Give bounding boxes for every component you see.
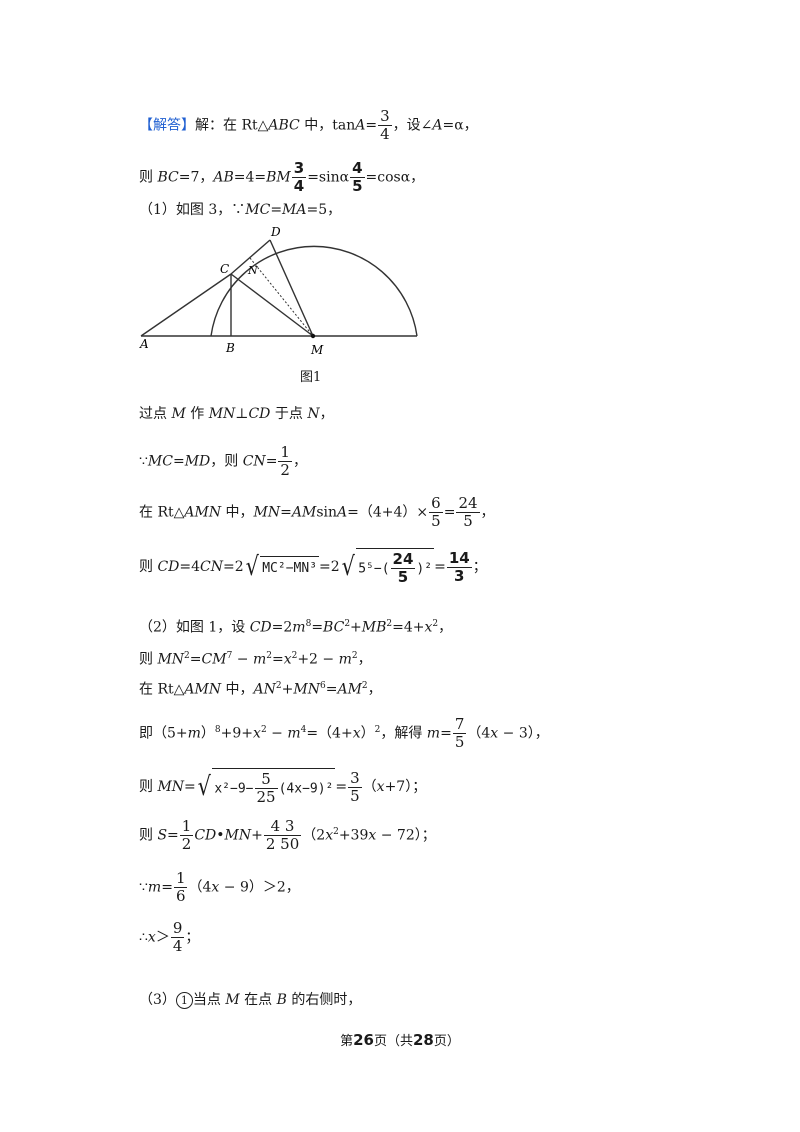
label-N: N	[247, 264, 258, 277]
page-total: 28	[413, 1031, 434, 1049]
solution-line-8: （2）如图 1，设 CD=2m8=BC2+MB2=4+x2，	[139, 619, 453, 636]
page-number: 26	[353, 1031, 374, 1049]
segment-DM	[269, 239, 314, 337]
label-M: M	[310, 343, 324, 357]
solution-line-10: 在 Rt△AMN 中，AN2+MN6=AM2，	[139, 681, 382, 698]
solution-line-9: 则 MN2=CM7 − m2=x2+2 − m2，	[139, 651, 372, 668]
segment-CD	[230, 239, 271, 275]
segment-CM	[230, 273, 314, 337]
sqrt-sign: √	[245, 552, 259, 582]
figure-caption: 图1	[300, 370, 322, 385]
segment-NM	[249, 257, 314, 337]
point-M	[310, 333, 316, 339]
answer-tag: 【解答】	[139, 117, 195, 134]
semicircle-arc	[210, 245, 418, 337]
label-D: D	[270, 226, 281, 239]
geometry-figure: A B C D M N	[139, 226, 429, 362]
page-footer: 第26页（共28页）	[340, 1031, 460, 1049]
circled-number: 1	[175, 992, 193, 1009]
label-C: C	[220, 262, 229, 276]
segment-AC	[140, 273, 232, 337]
solution-line-3: （1）如图 3，∵MC=MA=5，	[139, 202, 342, 218]
solution-line-4: 过点 M 作 MN⊥CD 于点 N，	[139, 406, 334, 422]
label-B: B	[225, 341, 235, 355]
sqrt-sign: √	[197, 772, 211, 802]
radicand: MC²−MN³	[260, 555, 320, 579]
label-A: A	[139, 337, 149, 351]
sqrt-sign: √	[341, 552, 355, 582]
